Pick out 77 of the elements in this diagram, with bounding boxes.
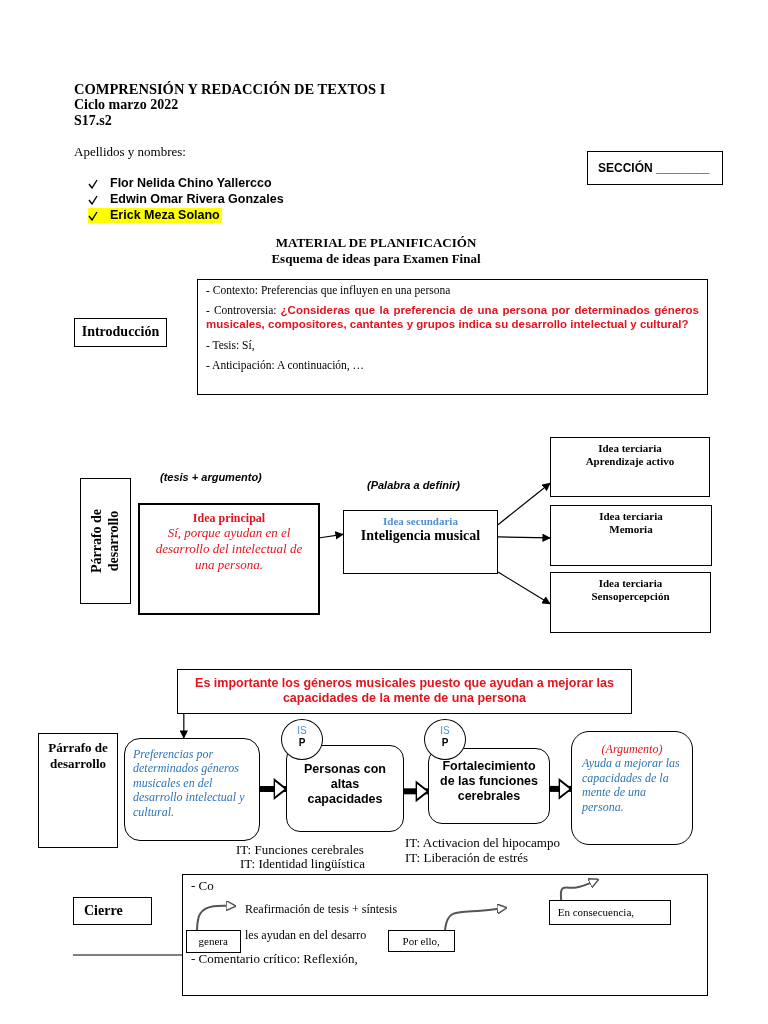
arrow: [497, 571, 551, 605]
main-idea-text: Sí, porque ayudan en el desarrollo del intelectual de una persona.: [154, 525, 304, 573]
anticipation-text: - Anticipación: A continuación, …: [206, 359, 366, 373]
statement-text: Es importante los géneros musicales puesto que ayudan a mejorar las capacidades de la mente de una persona: [194, 676, 615, 706]
main-idea-box: [138, 503, 320, 615]
section-label-box: [38, 733, 118, 848]
closing-text: Reafirmación de tesis + síntesis: [245, 902, 398, 917]
subtitle: Esquema de ideas para Examen Final: [270, 251, 482, 267]
secondary-idea-box: [343, 510, 498, 574]
arrow: [497, 533, 551, 542]
field-label: Apellidos y nombres:: [74, 144, 186, 160]
argument-text: Ayuda a mejorar las capacidades de la mente de una persona.: [582, 756, 681, 814]
box-text: Personas con altas capacidades: [303, 762, 387, 807]
subtopic-text: IT: Identidad lingüística: [240, 856, 365, 872]
connector-word: En consecuencia,: [557, 905, 636, 919]
ellipse-tag: [424, 719, 466, 760]
connector-line: [72, 954, 183, 956]
cycle-text: Ciclo marzo 2022: [74, 97, 179, 114]
secondary-idea-text: Inteligencia musical: [359, 528, 482, 545]
argument-text: Preferencias por determinados géneros musicales en del desarrollo intelectual y cultural.: [133, 747, 246, 819]
content-box: [197, 279, 708, 395]
tag-text: P: [297, 737, 307, 749]
course-title: COMPRENSIÓN Y REDACCIÓN DE TEXTOS I: [74, 81, 386, 99]
tertiary-idea-text: Idea terciaria Memoria: [598, 510, 664, 537]
box-heading: (Argumento): [600, 742, 664, 757]
annotation-text: (tesis + argumento): [160, 471, 262, 485]
rounded-box: [286, 745, 404, 832]
rounded-box: [124, 738, 260, 841]
tag-text: IS: [439, 725, 451, 737]
session-code: S17.s2: [74, 113, 112, 130]
box-text: Fortalecimiento de las funciones cerebrales: [439, 759, 539, 804]
curved-arrow: [559, 878, 600, 901]
ellipse-tag: [281, 719, 323, 760]
curved-arrow: [196, 899, 237, 931]
rounded-box: [571, 731, 693, 845]
box-heading: Idea secundaria: [382, 515, 459, 529]
closing-text: - Comentario crítico: Reflexión,: [191, 951, 358, 967]
section-heading: Cierre: [84, 903, 124, 920]
tag-text: P: [440, 737, 450, 749]
student-name: Erick Meza Solano: [88, 208, 222, 223]
section-heading: Párrafo de desarrollo: [88, 507, 122, 576]
section-heading: Párrafo de desarrollo: [47, 740, 109, 772]
connector-word-box: [387, 929, 455, 952]
arrow: [497, 482, 551, 526]
tertiary-idea-text: Idea terciaria Sensopercepción: [590, 577, 671, 604]
rounded-box: [428, 748, 550, 824]
tag-text: IS: [296, 725, 308, 737]
section-box: [587, 151, 723, 185]
arrow: [319, 531, 344, 540]
section-field: SECCIÓN ________: [598, 161, 712, 176]
controversy-text: - Controversia: ¿Consideras que la preferencia de una persona por determinados géneros musicales, compositores, cantantes y grupos indica su desarrollo intelectual y cultural?: [206, 303, 699, 332]
box-heading: Idea principal: [191, 511, 267, 526]
tertiary-idea-text: Idea terciaria Aprendizaje activo: [584, 442, 676, 469]
content-box: [182, 874, 708, 996]
subtopic-text: IT: Activacion del hipocampo: [405, 835, 560, 851]
section-box: [73, 897, 152, 925]
section-box: [74, 318, 167, 347]
closing-text: les ayudan en del desarro: [245, 928, 367, 943]
section-heading: Introducción: [80, 324, 161, 341]
connector-word-box: [548, 899, 671, 925]
connector-word-box: [185, 929, 241, 953]
tertiary-idea-box: [550, 437, 710, 497]
annotation-text: (Palabra a definir): [367, 479, 460, 493]
context-text: - Contexto: Preferencias que influyen en una persona: [206, 284, 452, 298]
tertiary-idea-box: [550, 505, 712, 566]
connector-word: Por ello,: [401, 934, 441, 948]
vertical-label-box: [80, 478, 131, 604]
statement-box: [177, 669, 632, 714]
curved-arrow: [443, 903, 508, 931]
tertiary-idea-box: [550, 572, 711, 633]
thesis-text: - Tesis: Sí,: [206, 339, 256, 354]
student-name: Edwin Omar Rivera Gonzales: [110, 192, 284, 207]
closing-text: - Co: [191, 878, 214, 894]
arrow: [179, 713, 188, 739]
connector-word: genera: [197, 934, 229, 948]
student-name: Flor Nelida Chino Yallercco: [110, 176, 272, 191]
title: MATERIAL DE PLANIFICACIÓN: [274, 235, 478, 251]
